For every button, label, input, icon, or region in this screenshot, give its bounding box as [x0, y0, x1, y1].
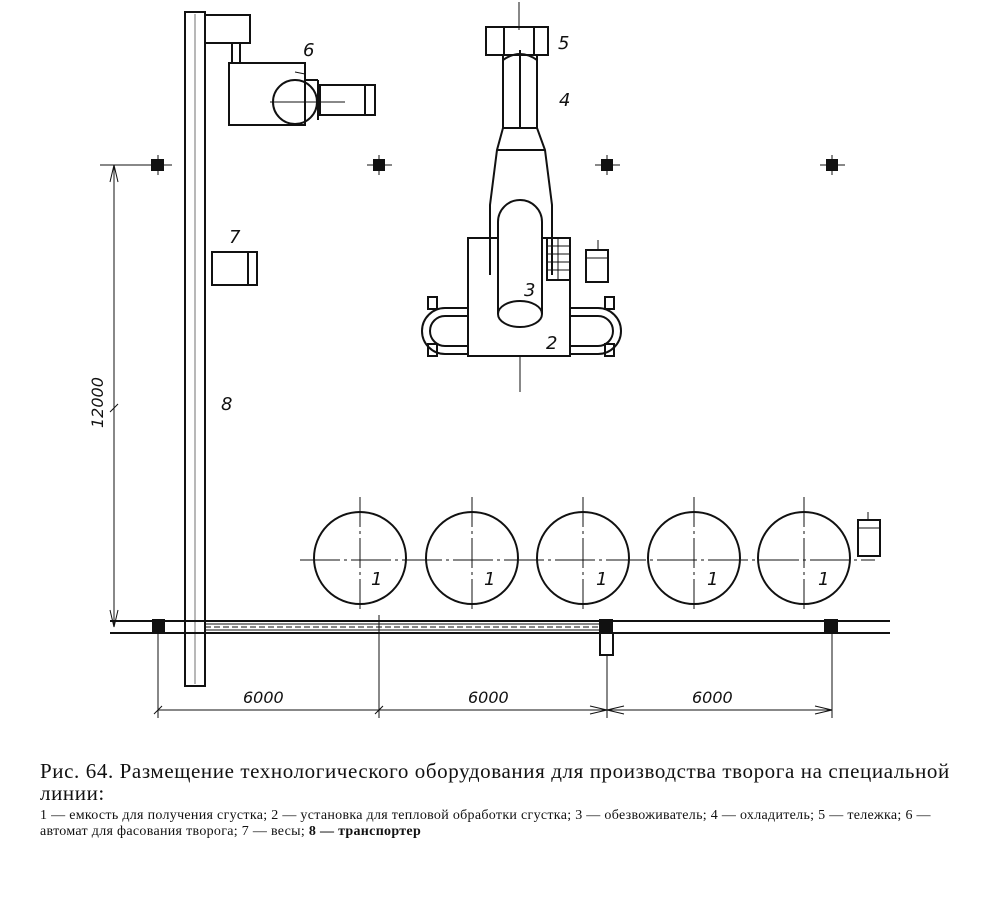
side-box-icon [857, 512, 881, 557]
vat-row [300, 497, 875, 612]
label-5: 5 [558, 33, 569, 54]
vat-4-icon [647, 497, 741, 612]
dimension-vertical [100, 164, 152, 628]
column-marker-row-top [145, 155, 845, 175]
label-6: 6 [303, 40, 314, 61]
caption-title: Рис. 64. Размещение технологического обо… [40, 759, 950, 805]
vat-3-label: 1 [596, 569, 607, 590]
legend-item-4: 4 — охладитель; [710, 808, 819, 823]
dimension-label-span1: 6000 [243, 688, 284, 707]
auxiliary-box-icon [585, 240, 609, 283]
vat-2-label: 1 [484, 569, 495, 590]
legend-item-3: 3 — обезвоживатель; [575, 808, 711, 823]
legend-item-1: 1 — емкость для получения сгустка; [40, 808, 272, 823]
legend-item-2: 2 — установка для тепловой обработки сгу… [271, 808, 576, 823]
label-7: 7 [229, 227, 241, 248]
figure-caption: Рис. 64. Размещение технологического обо… [40, 760, 970, 840]
conveyor-horizontal [110, 619, 890, 656]
dimension-label-span3: 6000 [692, 688, 733, 707]
label-2: 2 [546, 333, 557, 354]
vat-2-icon [425, 497, 519, 612]
vat-5-label: 1 [818, 569, 829, 590]
label-8: 8 [221, 394, 232, 415]
dewaterer-icon [497, 199, 543, 328]
dimension-label-vertical: 12000 [88, 377, 107, 428]
scales-icon [211, 251, 258, 286]
legend-item-5: 5 — тележка; [818, 808, 906, 823]
vat-1-label: 1 [371, 569, 382, 590]
legend-item-7: 7 — весы; [241, 824, 309, 839]
caption-legend: 1 — емкость для получения сгустка; 2 — у… [40, 808, 970, 840]
legend-item-8: 8 — транспортер [308, 824, 422, 839]
conveyor-vertical [184, 11, 206, 687]
dimension-horizontal [153, 615, 833, 718]
label-4: 4 [559, 90, 570, 111]
cooler-icon [489, 50, 553, 275]
heat-treatment-unit-icon [421, 237, 622, 357]
packing-machine-icon [204, 14, 376, 126]
vat-3-icon [536, 497, 630, 612]
cart-icon [485, 2, 549, 56]
vat-4-label: 1 [707, 569, 718, 590]
dimension-label-span2: 6000 [468, 688, 509, 707]
label-3: 3 [524, 280, 535, 301]
vat-1-icon [313, 497, 407, 612]
vat-5-icon [757, 497, 851, 612]
legend-item-6: 6 — автомат для фасования творога; [40, 808, 931, 839]
equipment-layout-drawing: 6 5 4 3 2 7 8 1 1 1 1 1 12000 6000 6000 … [88, 2, 890, 718]
